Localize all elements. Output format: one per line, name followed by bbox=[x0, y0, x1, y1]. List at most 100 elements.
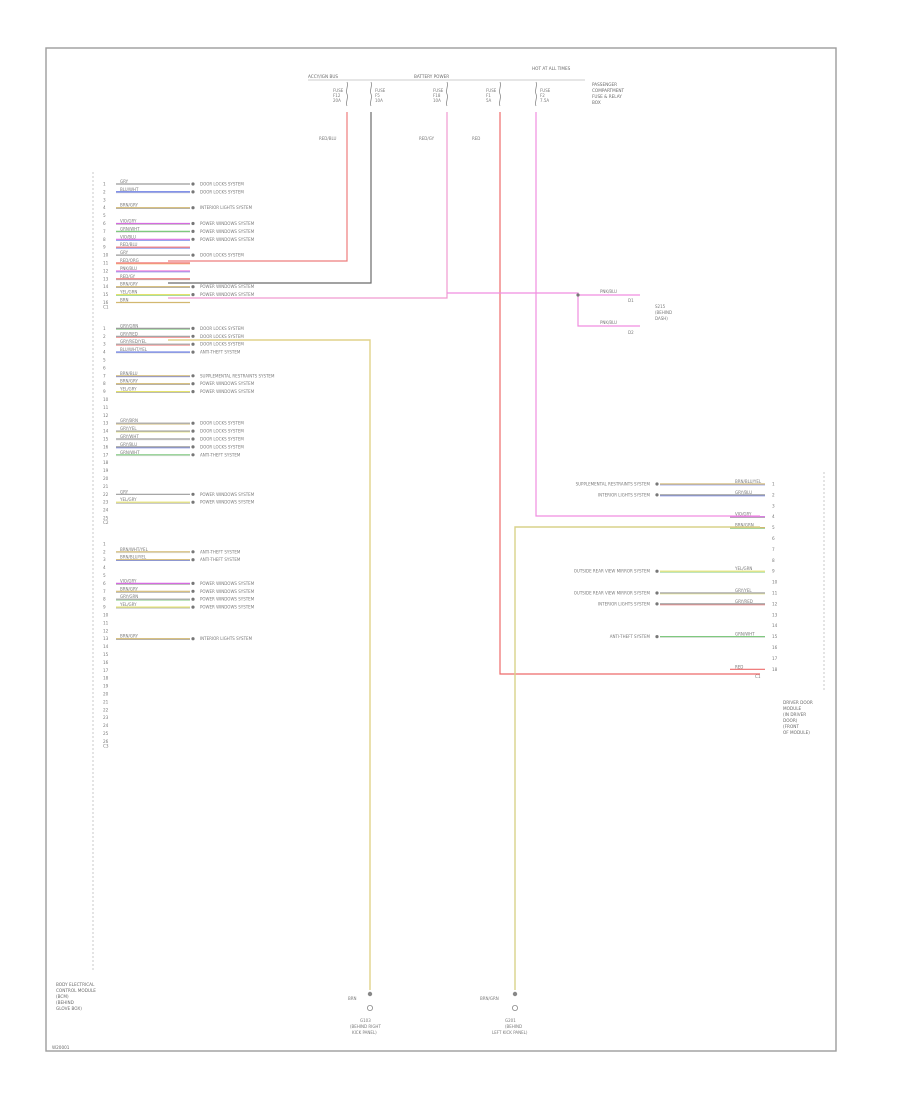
pin-number: 18 bbox=[103, 676, 109, 681]
destination-label: DOOR LOCKS SYSTEM bbox=[200, 421, 244, 426]
ground-left-wire: BRN bbox=[348, 996, 357, 1001]
wire-color-label: BRN/GRY bbox=[120, 586, 138, 591]
connector-terminal bbox=[191, 637, 195, 641]
wire-color-label: GRY/YEL bbox=[735, 588, 752, 593]
pin-number: 6 bbox=[103, 365, 106, 370]
connector-terminal bbox=[191, 342, 195, 346]
pin-number: 12 bbox=[103, 628, 109, 633]
fuse-box-label-2: COMPARTMENT bbox=[592, 88, 625, 93]
ground-right-wire: BRN/GRN bbox=[480, 996, 499, 1001]
pin-number: 16 bbox=[103, 444, 109, 449]
bcm-label-4: (BEHIND bbox=[56, 1000, 74, 1005]
fuse-text: FUSE bbox=[375, 88, 386, 93]
pin-number: 9 bbox=[103, 389, 106, 394]
ground-left-symbol bbox=[366, 1005, 373, 1012]
door-module-label-3: (IN DRIVER bbox=[783, 712, 806, 717]
connector-name: C1 bbox=[755, 674, 761, 679]
pin-number: 5 bbox=[772, 525, 775, 530]
pin-number: 12 bbox=[103, 268, 109, 273]
connector-terminal bbox=[191, 390, 195, 394]
connector-terminal bbox=[191, 326, 195, 330]
bcm-pin-row: 26 bbox=[103, 739, 109, 744]
pin-number: 10 bbox=[103, 253, 109, 258]
bcm-label-2: CONTROL MODULE bbox=[56, 988, 96, 993]
pin-number: 14 bbox=[103, 429, 109, 434]
destination-label: INTERIOR LIGHTS SYSTEM bbox=[598, 601, 651, 606]
bcm-pin-row: 20 bbox=[103, 692, 109, 697]
destination-label: DOOR LOCKS SYSTEM bbox=[200, 326, 244, 331]
fuse-symbol bbox=[499, 81, 501, 107]
pin-number: 7 bbox=[772, 547, 775, 552]
connector-terminal bbox=[191, 237, 195, 241]
connector-terminal bbox=[191, 589, 195, 593]
wire-color-label: GRY/BRN bbox=[120, 418, 138, 423]
bcm-pin-row: 19 bbox=[103, 684, 109, 689]
wire-color-label: BRN/WHT/YEL bbox=[120, 547, 149, 552]
bcm-pin-row: 20 bbox=[103, 476, 109, 481]
pin-number: 1 bbox=[103, 541, 106, 546]
bcm-pin-row: 23 bbox=[103, 715, 109, 720]
pin-number: 13 bbox=[103, 636, 109, 641]
wire-color-label: BRN/GRY bbox=[120, 203, 138, 208]
pin-number: 15 bbox=[772, 634, 778, 639]
wire-color-label: BRN/BLU/YEL bbox=[120, 555, 147, 560]
fuse-text: FUSE bbox=[333, 88, 344, 93]
destination-label: ANTI-THEFT SYSTEM bbox=[200, 350, 241, 355]
bcm-pin-row: 21 bbox=[103, 699, 109, 704]
destination-label: ANTI-THEFT SYSTEM bbox=[200, 549, 241, 554]
connector-terminal bbox=[191, 605, 195, 609]
splice-code-2: D2 bbox=[628, 330, 634, 335]
ground-right-label-1: G201 bbox=[505, 1018, 516, 1023]
connector-terminal bbox=[191, 382, 195, 386]
wire-color-label: GRY/BLU bbox=[735, 490, 752, 495]
fuse-text: 7.5A bbox=[540, 98, 549, 103]
pin-number: 11 bbox=[103, 405, 109, 410]
splice-code-1: D1 bbox=[628, 298, 634, 303]
door-module-pin-row: 10 bbox=[772, 580, 778, 585]
pin-number: 10 bbox=[103, 613, 109, 618]
wire-red-feed bbox=[499, 112, 760, 675]
destination-label: ANTI-THEFT SYSTEM bbox=[200, 557, 241, 562]
pin-number: 5 bbox=[103, 358, 106, 363]
fuse-text: 20A bbox=[333, 98, 341, 103]
pin-number: 21 bbox=[103, 484, 109, 489]
wire-color-label: RED/BLU bbox=[120, 242, 138, 247]
connector-terminal bbox=[191, 229, 195, 233]
connector-terminal bbox=[655, 635, 659, 639]
wire-color-label: RED/GY bbox=[120, 274, 136, 279]
fuse-box: ACCY/IGN BUS BATTERY POWER HOT AT ALL TI… bbox=[308, 66, 625, 105]
wire-color-label: GRY/WHT bbox=[120, 434, 139, 439]
pin-number: 6 bbox=[103, 581, 106, 586]
pin-number: 14 bbox=[103, 284, 109, 289]
pin-number: 2 bbox=[103, 189, 106, 194]
diagram-frame bbox=[45, 47, 837, 1052]
door-module-label-5: (FRONT bbox=[783, 724, 799, 729]
fuse-box-label-1: PASSENGER bbox=[592, 82, 617, 87]
connector-terminal bbox=[191, 597, 195, 601]
pin-number: 16 bbox=[772, 645, 778, 650]
bcm-pin-row: 21 bbox=[103, 484, 109, 489]
wire-color-label: RED/ORG bbox=[120, 258, 139, 263]
connector-terminal bbox=[655, 602, 659, 606]
ground-left-terminal bbox=[367, 991, 373, 997]
bcm-pin-row: 19 bbox=[103, 468, 109, 473]
connector-terminal bbox=[191, 182, 195, 186]
wire-color-label: BLU/WHT bbox=[120, 187, 139, 192]
connector-terminal bbox=[191, 334, 195, 338]
pin-number: 9 bbox=[772, 569, 775, 574]
fuse-title-3: BATTERY POWER bbox=[414, 74, 449, 79]
destination-label: OUTSIDE REAR VIEW MIRROR SYSTEM bbox=[574, 591, 651, 596]
